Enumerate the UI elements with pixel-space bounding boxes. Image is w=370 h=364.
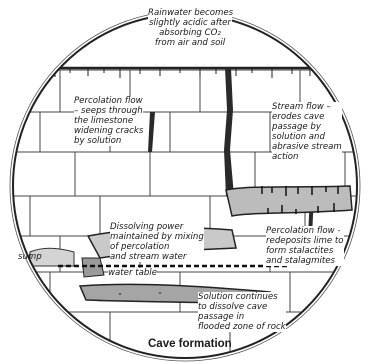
percolation-seep-label: Percolation flow – seeps through the lim…	[74, 96, 143, 146]
stream-flow-label: Stream flow – erodes cave passage by sol…	[272, 102, 342, 162]
solution-continues-label: Solution continues to dissolve cave pass…	[198, 292, 286, 332]
diagram-title: Cave formation	[148, 338, 232, 350]
percolation-redeposit-label: Percolation flow - redeposits lime to fo…	[266, 226, 344, 266]
sump-label: sump	[18, 252, 42, 262]
rainwater-label: Rainwater becomes slightly acidic after …	[148, 8, 232, 48]
dissolving-power-label: Dissolving power maintained by mixing of…	[110, 222, 204, 262]
water-table-label: water table	[108, 268, 157, 278]
